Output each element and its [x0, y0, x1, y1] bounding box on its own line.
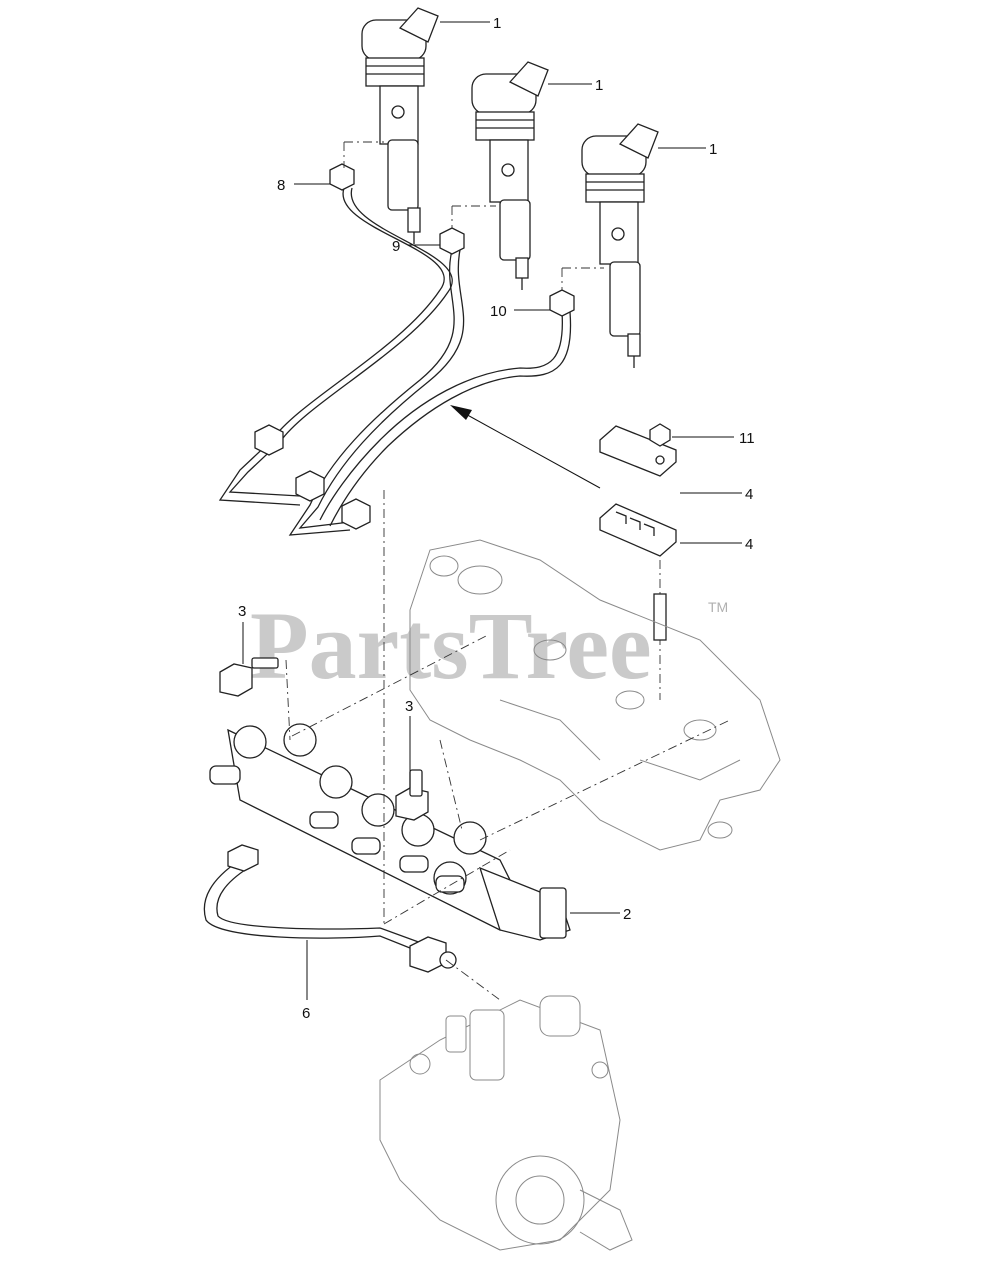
- supply-pipe[interactable]: [203, 844, 457, 973]
- callout-2[interactable]: 2: [623, 906, 631, 923]
- clamp-assembly[interactable]: [599, 423, 677, 700]
- callout-9[interactable]: 9: [392, 238, 400, 255]
- callout-4-upper[interactable]: 4: [745, 486, 753, 503]
- callout-8[interactable]: 8: [277, 177, 285, 194]
- watermark: PartsTree: [250, 592, 652, 699]
- injection-pipes[interactable]: [218, 163, 575, 536]
- callout-10[interactable]: 10: [490, 303, 507, 320]
- callout-1-left-injector[interactable]: 1: [493, 15, 501, 32]
- callout-3-lower[interactable]: 3: [405, 698, 413, 715]
- injector-left[interactable]: [361, 7, 439, 244]
- injector-right[interactable]: [581, 123, 659, 368]
- callout-4-lower[interactable]: 4: [745, 536, 753, 553]
- watermark-trademark: TM: [708, 599, 728, 615]
- fuel-pump-ghost: [379, 995, 633, 1251]
- callout-1-right-injector[interactable]: 1: [709, 141, 717, 158]
- callouts: 1 1 1 8 9 10 11 4 4 3 3 2 6: [238, 15, 755, 1022]
- fuel-rail[interactable]: [209, 723, 571, 941]
- leader-lines: [242, 21, 742, 1000]
- cylinder-head-ghost: [409, 539, 781, 851]
- callout-1-middle-injector[interactable]: 1: [595, 77, 603, 94]
- alignment-lines: [291, 141, 731, 1001]
- bolt-upper[interactable]: [219, 657, 291, 741]
- callout-11[interactable]: 11: [739, 430, 755, 447]
- callout-3-upper[interactable]: 3: [238, 603, 246, 620]
- injector-middle[interactable]: [471, 61, 549, 290]
- bolt-lower[interactable]: [395, 739, 463, 831]
- assembly-arrow: [450, 405, 601, 489]
- callout-6[interactable]: 6: [302, 1005, 310, 1022]
